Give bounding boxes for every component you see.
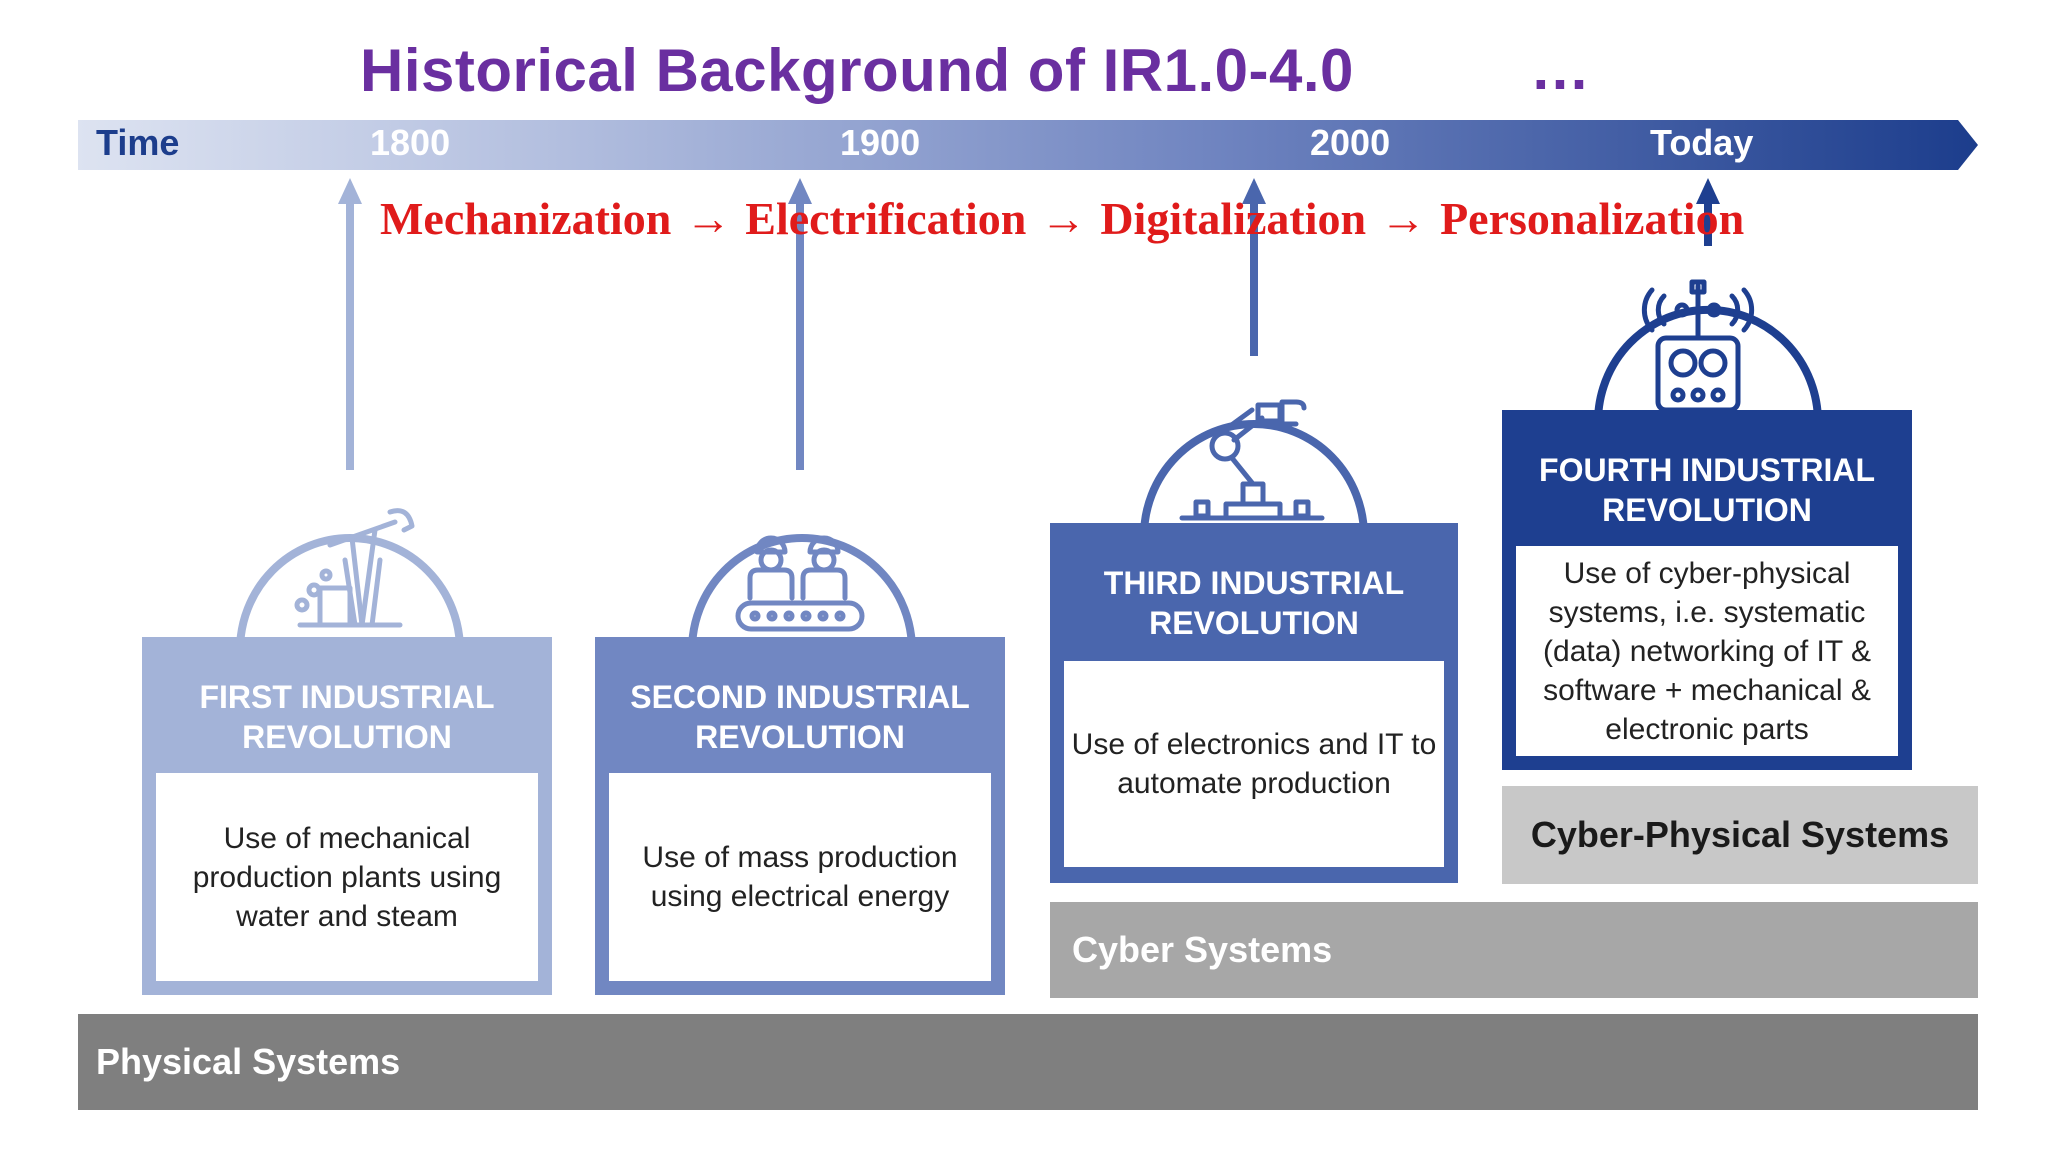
card-title-line1: FIRST INDUSTRIAL (199, 679, 495, 715)
card-description: Use of mechanical production plants usin… (156, 773, 538, 981)
stage-arrow-3 (1242, 178, 1266, 356)
timeline-year-1800: 1800 (370, 122, 451, 163)
card-third-revolution: THIRD INDUSTRIAL REVOLUTION Use of elect… (1050, 523, 1458, 883)
timeline-year-2000: 2000 (1310, 122, 1391, 163)
page-title: Historical Background of IR1.0-4.0 (360, 37, 1354, 104)
remote-controller-icon (1641, 279, 1755, 413)
stage-personalization: Personalization (1440, 193, 1745, 244)
stage-sequence: Mechanization → Electrification → Digitaliza… (380, 192, 1744, 248)
workers-conveyor-icon (735, 535, 865, 632)
stage-arrow-2 (788, 178, 812, 470)
card-title-line2: REVOLUTION (1149, 605, 1359, 641)
timeline-year-today: Today (1650, 122, 1754, 163)
oil-pump-icon (294, 508, 415, 628)
stage-arrow-glyph: → (1040, 193, 1087, 244)
card-title-line2: REVOLUTION (695, 719, 905, 755)
stage-mechanization: Mechanization (380, 193, 672, 244)
card-second-revolution: SECOND INDUSTRIAL REVOLUTION Use of mass… (595, 637, 1005, 995)
stage-arrow-glyph: → (1380, 193, 1427, 244)
card-fourth-revolution: FOURTH INDUSTRIAL REVOLUTION Use of cybe… (1502, 410, 1912, 770)
timeline-year-1900: 1900 (840, 122, 921, 163)
stage-arrow-glyph: → (685, 193, 732, 244)
title-ellipsis: … (1530, 35, 1590, 102)
card-title-line1: SECOND INDUSTRIAL (630, 679, 970, 715)
card-title-line2: REVOLUTION (1602, 492, 1812, 528)
card-description: Use of electronics and IT to automate pr… (1064, 661, 1444, 867)
card-title-line1: THIRD INDUSTRIAL (1103, 565, 1405, 601)
stage-arrow-1 (338, 178, 362, 470)
card-description: Use of mass production using electrical … (609, 773, 991, 981)
card-description: Use of cyber-physical systems, i.e. syst… (1516, 546, 1898, 756)
card-title-line2: REVOLUTION (242, 719, 452, 755)
physical-systems-band: Physical Systems (78, 1014, 1978, 1110)
dome-4 (1594, 306, 1822, 423)
stage-digitalization: Digitalization (1100, 193, 1367, 244)
card-title-line1: FOURTH INDUSTRIAL (1539, 452, 1875, 488)
timeline-label: Time (96, 122, 180, 163)
cyber-systems-band: Cyber Systems (1050, 902, 1978, 998)
timeline-arrow (78, 120, 1978, 170)
robot-arm-icon (1179, 399, 1325, 521)
stage-arrow-4 (1696, 178, 1720, 246)
card-first-revolution: FIRST INDUSTRIAL REVOLUTION Use of mecha… (142, 637, 552, 995)
stage-electrification: Electrification (745, 193, 1027, 244)
cyber-physical-systems-band: Cyber-Physical Systems (1502, 786, 1978, 884)
